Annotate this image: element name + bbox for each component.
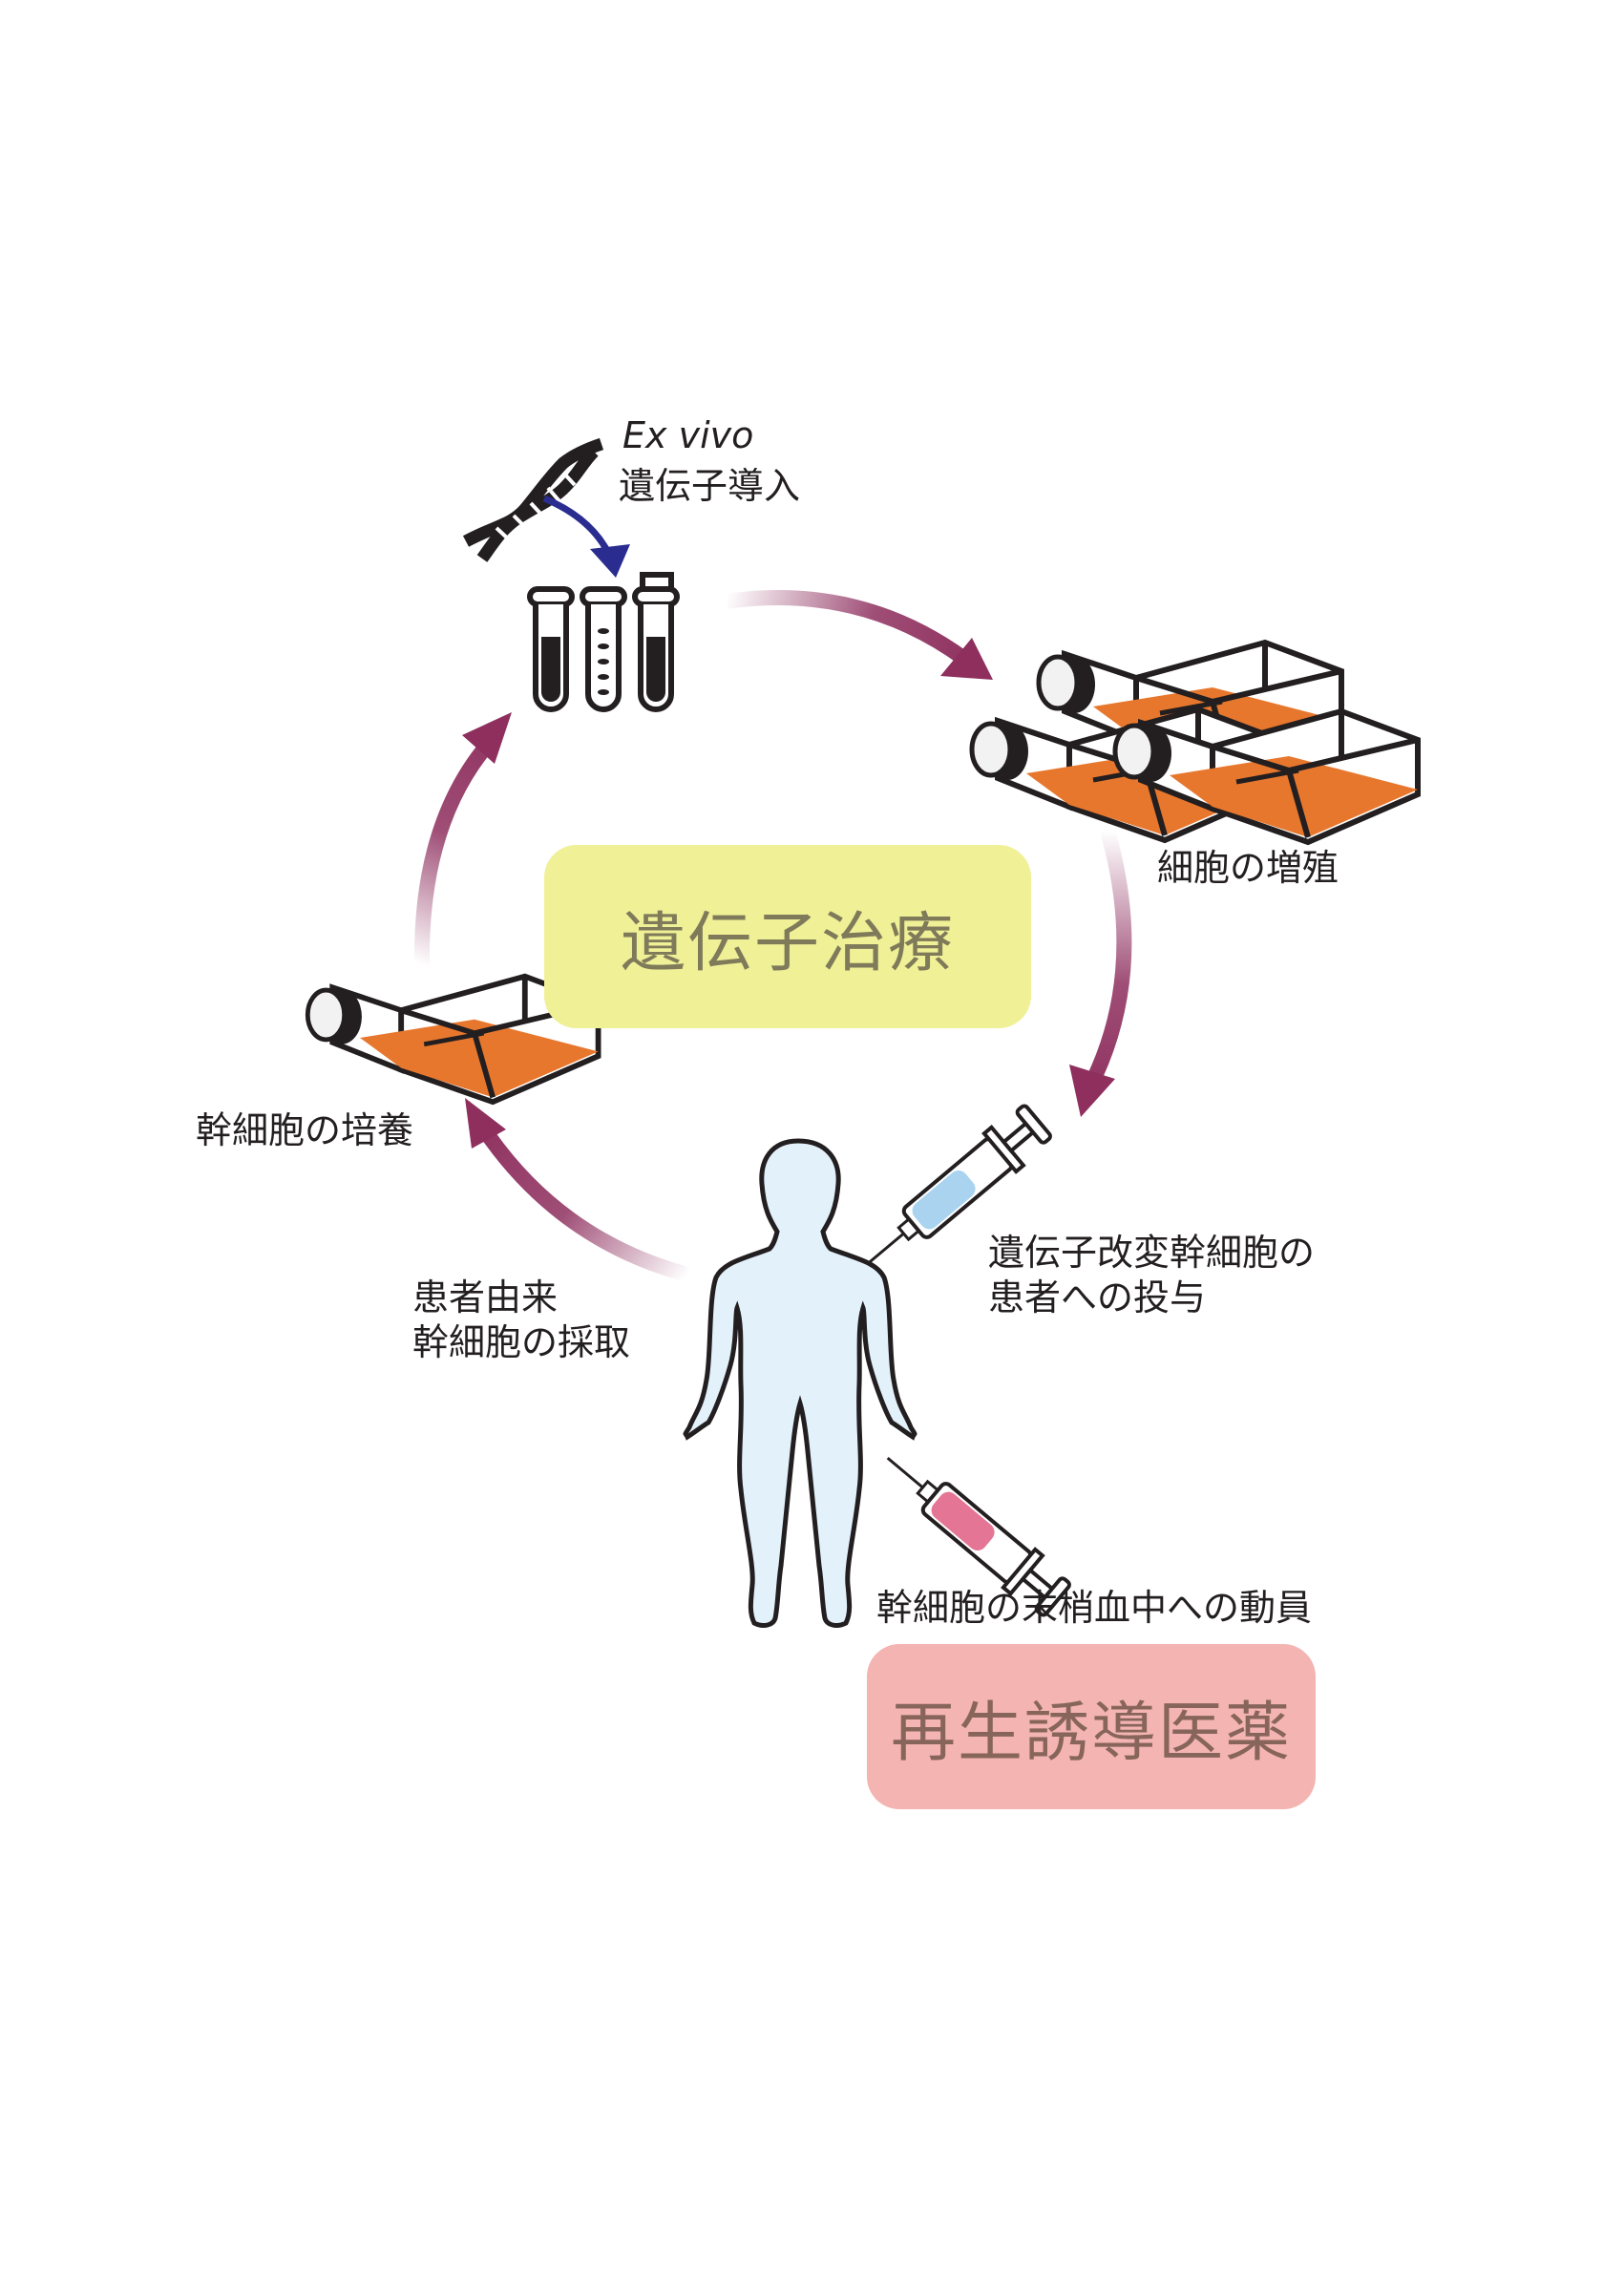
arrow-patient-to-culture	[465, 1098, 690, 1282]
test-tube	[580, 586, 627, 712]
gene-therapy-title: 遺伝子治療	[620, 905, 955, 981]
administration-label-line2: 患者への投与	[988, 1276, 1207, 1318]
ex-vivo-label: Ex vivo	[622, 414, 754, 456]
regenerative-medicine-box: 再生誘導医薬	[867, 1644, 1316, 1809]
arrow-dna-to-tubes	[542, 495, 630, 578]
gene-therapy-box: 遺伝子治療	[544, 845, 1031, 1028]
arrow-tubes-to-flasks	[724, 590, 993, 680]
patient-derived-label-line1: 患者由来	[412, 1276, 559, 1318]
regenerative-medicine-title: 再生誘導医薬	[890, 1696, 1292, 1771]
test-tube	[527, 586, 575, 712]
culture-flasks-icon	[972, 643, 1418, 842]
dna-icon	[462, 437, 604, 562]
human-body-icon	[683, 1138, 917, 1628]
administration-label-line1: 遺伝子改変幹細胞の	[988, 1232, 1316, 1274]
test-tube-capped	[632, 572, 680, 712]
gene-transfer-label: 遺伝子導入	[619, 465, 801, 507]
arrow-culture-to-tubes	[413, 712, 512, 965]
arrow-flasks-to-patient	[1069, 828, 1132, 1117]
test-tubes-icon	[527, 572, 680, 712]
stem-cell-culture-label: 幹細胞の培養	[196, 1109, 414, 1151]
patient-derived-label-line2: 幹細胞の採取	[412, 1321, 631, 1363]
mobilization-label: 幹細胞の末梢血中への動員	[876, 1587, 1313, 1629]
cell-proliferation-label: 細胞の増殖	[1157, 847, 1339, 889]
syringe-icon	[867, 1104, 1052, 1265]
syringe-icon	[886, 1456, 1071, 1617]
